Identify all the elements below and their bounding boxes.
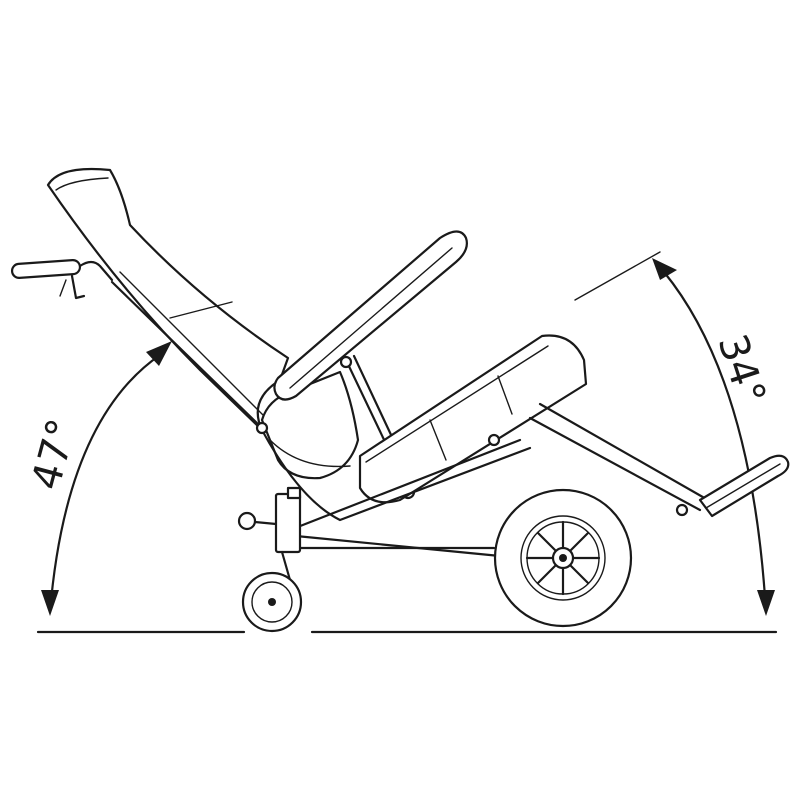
legrest-angle-arc <box>652 258 775 616</box>
backrest-cushion <box>46 167 290 432</box>
arrowhead-up <box>146 341 172 366</box>
rear-wheel <box>493 488 633 628</box>
arrowhead-up-right <box>652 258 677 280</box>
armrest <box>273 230 468 401</box>
legrest-angle-label: 34° <box>708 329 774 411</box>
seat-cushion <box>358 334 588 504</box>
caster-assembly <box>241 486 303 633</box>
footrest <box>698 454 790 518</box>
arrowhead-down <box>41 590 59 616</box>
backrest-angle-label: 47° <box>23 414 86 494</box>
push-handle <box>10 259 114 300</box>
arrowhead-down-right <box>757 590 775 616</box>
legrest-frame <box>528 402 710 517</box>
chassis-frame <box>255 421 532 558</box>
backrest-angle-arc <box>41 341 172 616</box>
anti-tip-knob <box>237 511 278 531</box>
reference-line <box>574 251 661 301</box>
backrest-frame <box>110 280 264 430</box>
